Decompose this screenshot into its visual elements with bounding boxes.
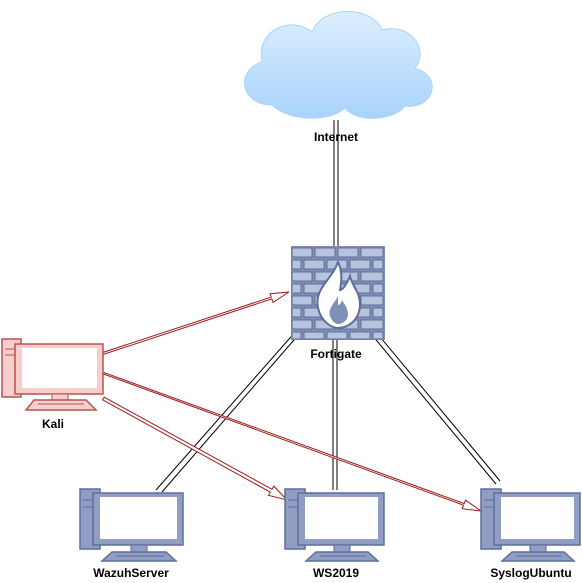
wazuh-computer[interactable] [79, 488, 184, 562]
flame-icon [316, 259, 362, 330]
workstation-icon [79, 488, 184, 562]
link-fortigate-syslog[interactable] [371, 331, 501, 485]
internet-label: Internet [314, 130, 358, 144]
link-internet-fortigate[interactable] [333, 120, 339, 246]
attack-arrows [101, 291, 482, 512]
attack-arrow-kali-syslog[interactable] [102, 372, 482, 512]
wazuh-label: WazuhServer [93, 566, 169, 580]
fortigate-label: Fortigate [310, 347, 362, 361]
kali-label: Kali [42, 417, 64, 431]
ws2019-computer[interactable] [284, 488, 385, 562]
ws2019-label: WS2019 [313, 566, 359, 580]
cloud-icon[interactable] [244, 11, 433, 119]
link-fortigate-ws2019[interactable] [332, 340, 338, 490]
workstation-icon [480, 488, 581, 562]
syslog-label: SyslogUbuntu [490, 566, 571, 580]
firewall-icon[interactable] [291, 246, 385, 340]
workstation-icon [1, 338, 104, 411]
attack-arrow-kali-ws2019[interactable] [101, 396, 289, 501]
syslog-computer[interactable] [480, 488, 581, 562]
link-fortigate-wazuh[interactable] [155, 329, 301, 493]
kali-computer[interactable] [1, 338, 104, 411]
connection-links [155, 120, 501, 493]
workstation-icon [284, 488, 385, 562]
attack-arrow-kali-fortigate[interactable] [101, 291, 290, 356]
